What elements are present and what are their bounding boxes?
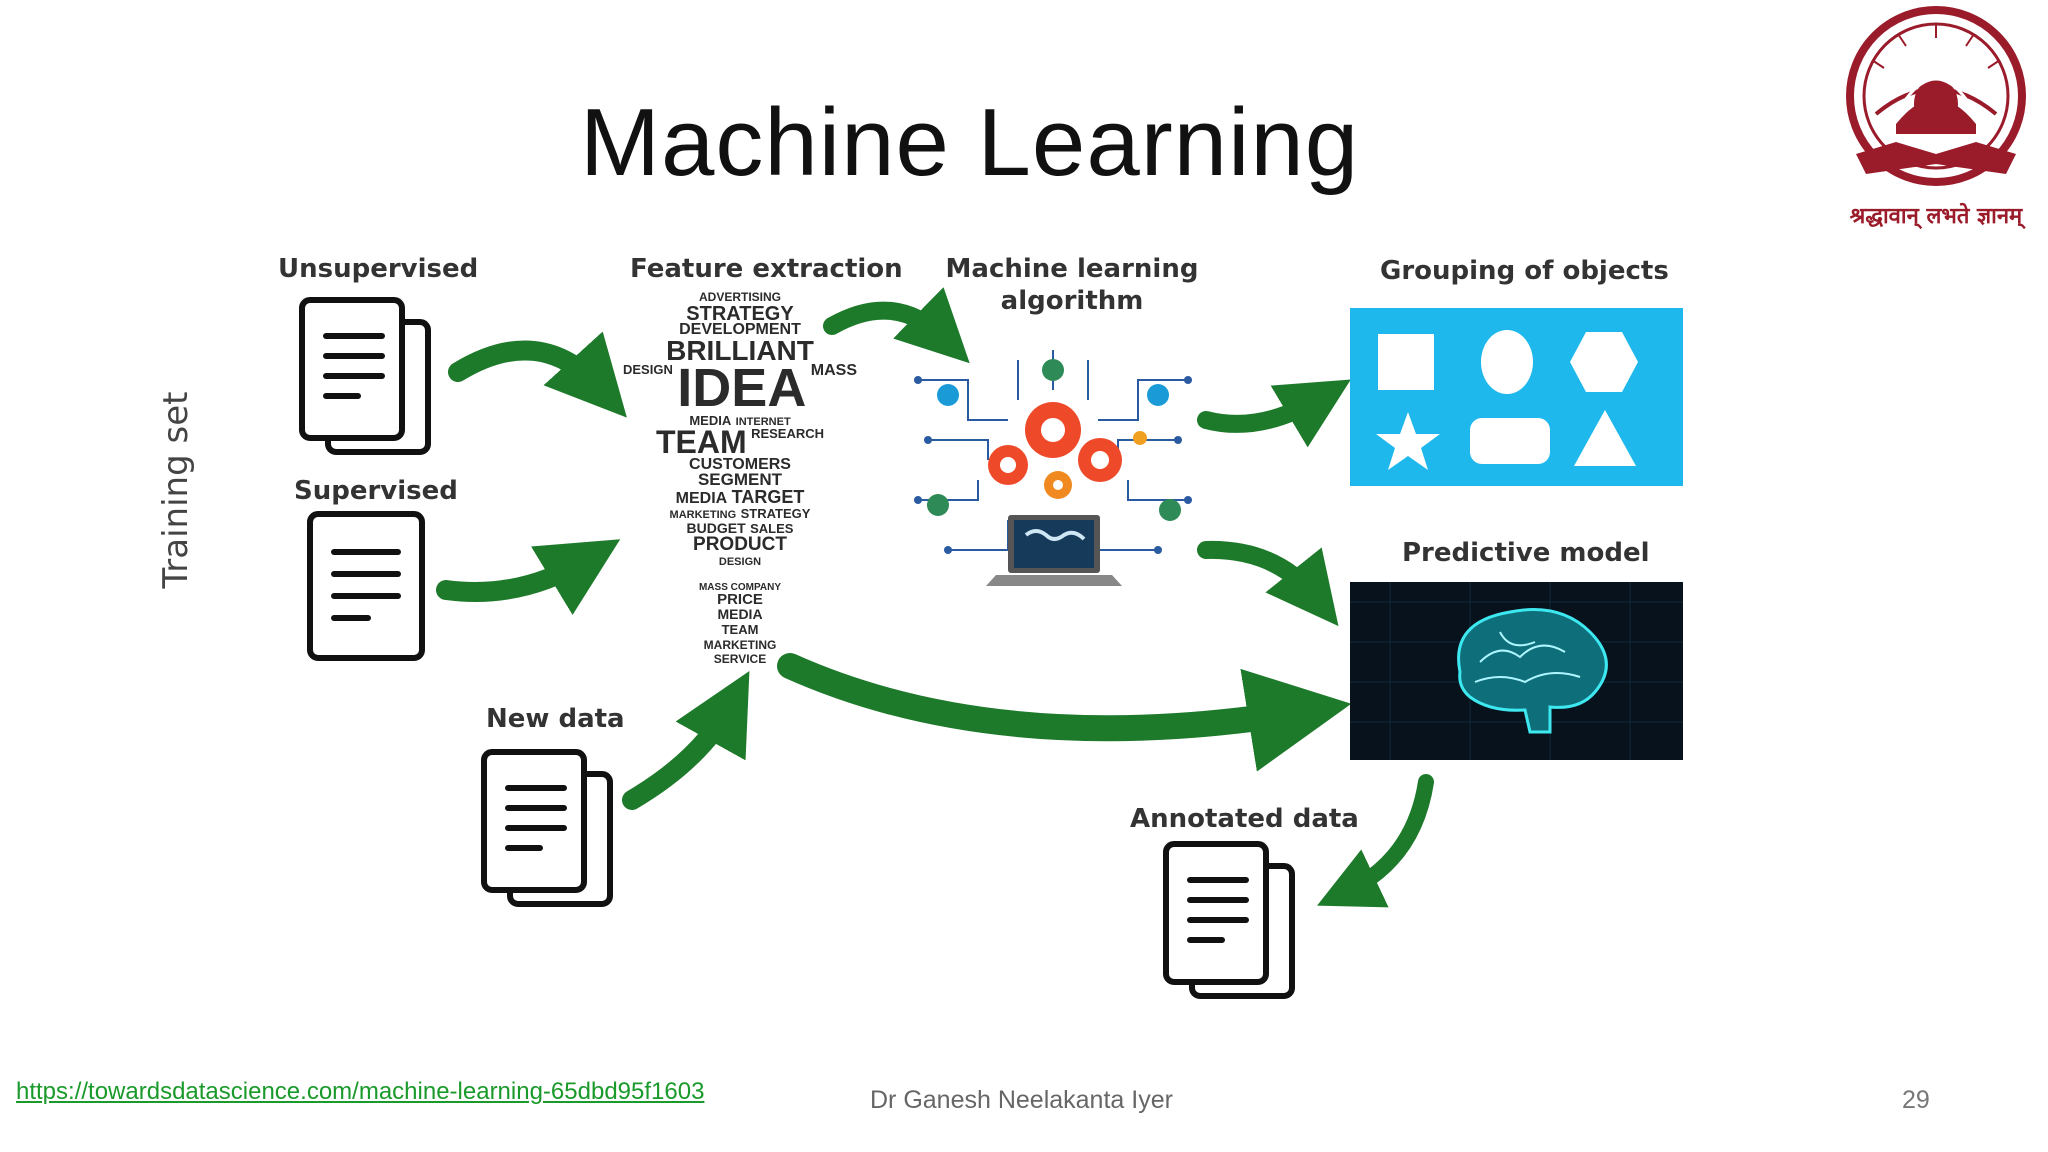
new-data-label: New data <box>486 704 625 734</box>
ml-algorithm-label-line2: algorithm <box>1000 286 1144 316</box>
arrow-supervised-to-features <box>436 539 621 615</box>
laptop-icon <box>986 515 1122 586</box>
word-cloud-text: BRILLIANT <box>666 335 814 367</box>
word-cloud-text: BUDGET <box>686 519 746 536</box>
supervised-label: Supervised <box>294 476 458 506</box>
arrow-ml-to-grouping <box>1197 379 1351 448</box>
annotated-document-icon <box>1163 841 1295 999</box>
word-cloud-text: INTERNET <box>735 415 791 428</box>
ml-algorithm-illustration <box>914 350 1192 586</box>
annotated-data-label: Annotated data <box>1130 804 1359 834</box>
word-cloud-text: STRATEGY <box>740 505 811 521</box>
word-cloud-text: IDEA <box>677 357 807 418</box>
predictive-model-panel <box>1350 582 1683 760</box>
word-cloud-text: TEAM <box>655 424 747 461</box>
new-data-document-icon <box>481 749 613 907</box>
supervised-document-icon <box>307 511 425 661</box>
arrow-unsupervised-to-features <box>448 331 627 418</box>
grouping-shapes-panel <box>1350 308 1683 486</box>
word-cloud-text: SALES <box>750 520 794 536</box>
word-cloud-text: MARKETING <box>669 508 737 521</box>
word-cloud-text: ADVERTISING <box>698 290 781 304</box>
word-cloud-text: MEDIA <box>675 490 728 508</box>
word-cloud-text: MEDIA <box>689 412 732 428</box>
word-cloud-text: TEAM <box>721 621 759 637</box>
logo-motto: श्रद्धावान् लभते ज्ञानम् <box>1849 204 2023 229</box>
brain-icon <box>1350 582 1683 760</box>
word-cloud-text: DESIGN <box>623 361 673 377</box>
arrow-newdata-to-features <box>622 671 750 810</box>
word-cloud-text: STRATEGY <box>686 302 794 325</box>
emblem-icon <box>1846 6 2026 186</box>
word-cloud-text: DESIGN <box>718 556 762 569</box>
arrow-features-to-predictive <box>777 653 1352 772</box>
word-cloud-text: PRODUCT <box>693 534 787 556</box>
arrow-ml-to-predictive <box>1197 540 1339 627</box>
grouping-label: Grouping of objects <box>1380 256 1669 286</box>
feature-extraction-label: Feature extraction <box>630 254 903 284</box>
footer-author: Dr Ganesh Neelakanta Iyer <box>870 1086 1173 1114</box>
word-cloud-text: SEGMENT <box>697 470 783 490</box>
arrow-predictive-to-annotated <box>1317 774 1434 908</box>
shapes-icon <box>1376 330 1638 470</box>
predictive-label: Predictive model <box>1402 538 1650 568</box>
training-set-label: Training set <box>156 391 196 589</box>
ml-algorithm-label-line1: Machine learning <box>945 254 1199 284</box>
word-cloud-text: MEDIA <box>717 606 763 623</box>
slide-title: Machine Learning <box>580 89 1360 196</box>
word-cloud-text: SERVICE <box>713 652 767 667</box>
word-cloud-text: TARGET <box>731 487 805 508</box>
word-cloud-text: PRICE <box>717 591 763 609</box>
page-number: 29 <box>1902 1086 1930 1114</box>
source-link[interactable]: https://towardsdatascience.com/machine-l… <box>16 1078 705 1105</box>
gears-icon <box>988 402 1122 499</box>
institution-logo: श्रद्धावान् लभते ज्ञानम् <box>1836 4 2036 236</box>
word-cloud-text: MASS <box>810 361 857 379</box>
word-cloud-text: RESEARCH <box>751 426 825 442</box>
word-cloud-text: MASS COMPANY <box>698 581 782 593</box>
word-cloud-text: DEVELOPMENT <box>679 321 801 339</box>
feature-extraction-word-cloud: ADVERTISING STRATEGY DEVELOPMENT BRILLIA… <box>620 290 860 670</box>
word-cloud-text: CUSTOMERS <box>689 455 791 473</box>
word-cloud-text: MARKETING <box>703 637 777 652</box>
unsupervised-label: Unsupervised <box>278 254 479 284</box>
unsupervised-document-icon <box>299 297 431 455</box>
